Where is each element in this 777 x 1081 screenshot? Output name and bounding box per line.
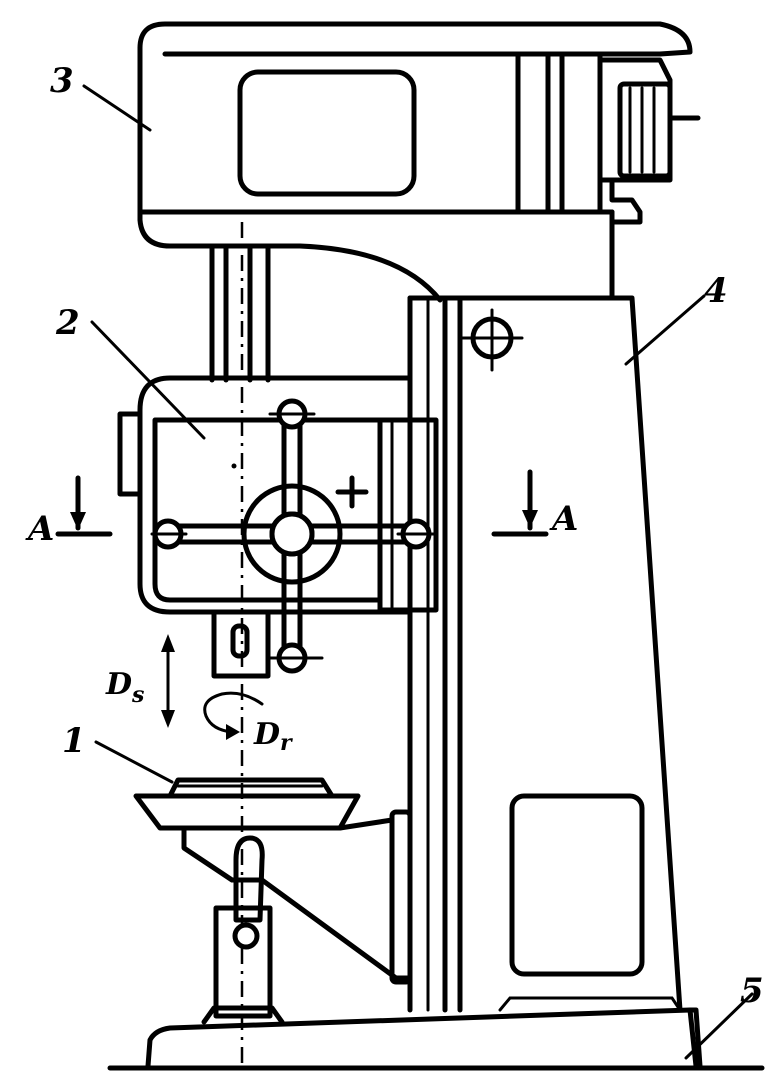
work-table — [133, 777, 413, 1025]
feed-handwheel — [150, 398, 436, 674]
leader-3 — [82, 84, 152, 132]
leader-1 — [94, 740, 174, 784]
callout-3: 3 — [50, 61, 74, 101]
feed-motion-label: D — [105, 667, 132, 702]
leader-4 — [624, 294, 706, 366]
feed-motion-arrow: D s — [105, 634, 175, 728]
rotation-motion-arrow: D r — [203, 691, 293, 756]
feed-motion-sub: s — [131, 682, 144, 708]
spindle-head — [117, 375, 439, 679]
section-label-right: A — [549, 499, 578, 539]
rotation-motion-label: D — [253, 717, 280, 752]
section-label-left: A — [25, 509, 54, 549]
callouts: 3 2 4 1 5 — [50, 61, 764, 1060]
gearbox-head — [137, 21, 701, 303]
guide-rods — [209, 243, 271, 383]
callout-5: 5 — [740, 971, 764, 1011]
callout-2: 2 — [55, 303, 80, 343]
gearbox-window — [237, 69, 417, 197]
rotation-motion-sub: r — [280, 730, 293, 756]
motor — [597, 57, 701, 225]
leader-2 — [90, 320, 206, 440]
section-mark-left: A — [25, 475, 113, 549]
callout-1: 1 — [62, 721, 86, 761]
column — [407, 295, 683, 1013]
leader-5 — [684, 992, 754, 1060]
column-lock-handle — [460, 308, 524, 372]
column-access-window — [509, 793, 645, 977]
section-mark-right: A — [491, 469, 578, 539]
callout-4: 4 — [704, 271, 728, 311]
